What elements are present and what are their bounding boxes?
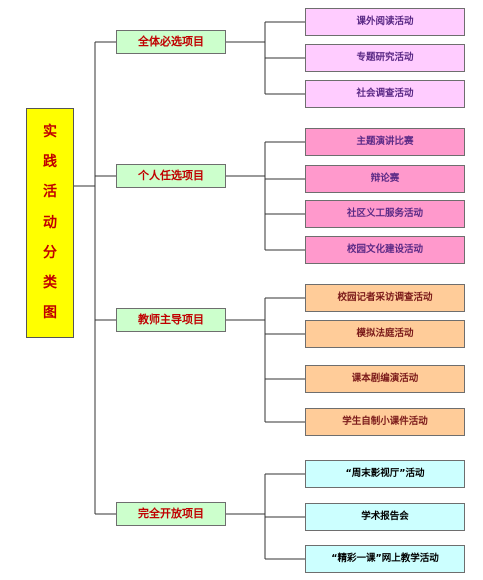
diagram-root: 实 践 活 动 分 类 图 — [26, 108, 74, 338]
root-char: 实 — [43, 123, 57, 140]
leaf-item: 课外阅读活动 — [305, 8, 465, 36]
leaf-item: “周末影视厅”活动 — [305, 460, 465, 488]
leaf-item: 学术报告会 — [305, 503, 465, 531]
category-elective: 个人任选项目 — [116, 164, 226, 188]
leaf-item: 主题演讲比赛 — [305, 128, 465, 156]
category-open: 完全开放项目 — [116, 502, 226, 526]
leaf-item: 社会调查活动 — [305, 80, 465, 108]
category-required: 全体必选项目 — [116, 30, 226, 54]
root-char: 动 — [43, 214, 57, 231]
leaf-item: 模拟法庭活动 — [305, 320, 465, 348]
root-char: 类 — [43, 275, 57, 292]
root-char: 践 — [43, 154, 57, 171]
leaf-item: 专题研究活动 — [305, 44, 465, 72]
leaf-item: “精彩一课”网上教学活动 — [305, 545, 465, 573]
root-char: 分 — [43, 244, 57, 261]
leaf-item: 校园文化建设活动 — [305, 236, 465, 264]
leaf-item: 课本剧编演活动 — [305, 365, 465, 393]
root-char: 活 — [43, 184, 57, 201]
root-char: 图 — [43, 305, 57, 322]
leaf-item: 学生自制小课件活动 — [305, 408, 465, 436]
leaf-item: 校园记者采访调查活动 — [305, 284, 465, 312]
leaf-item: 辩论赛 — [305, 165, 465, 193]
leaf-item: 社区义工服务活动 — [305, 200, 465, 228]
category-teacher-led: 教师主导项目 — [116, 308, 226, 332]
